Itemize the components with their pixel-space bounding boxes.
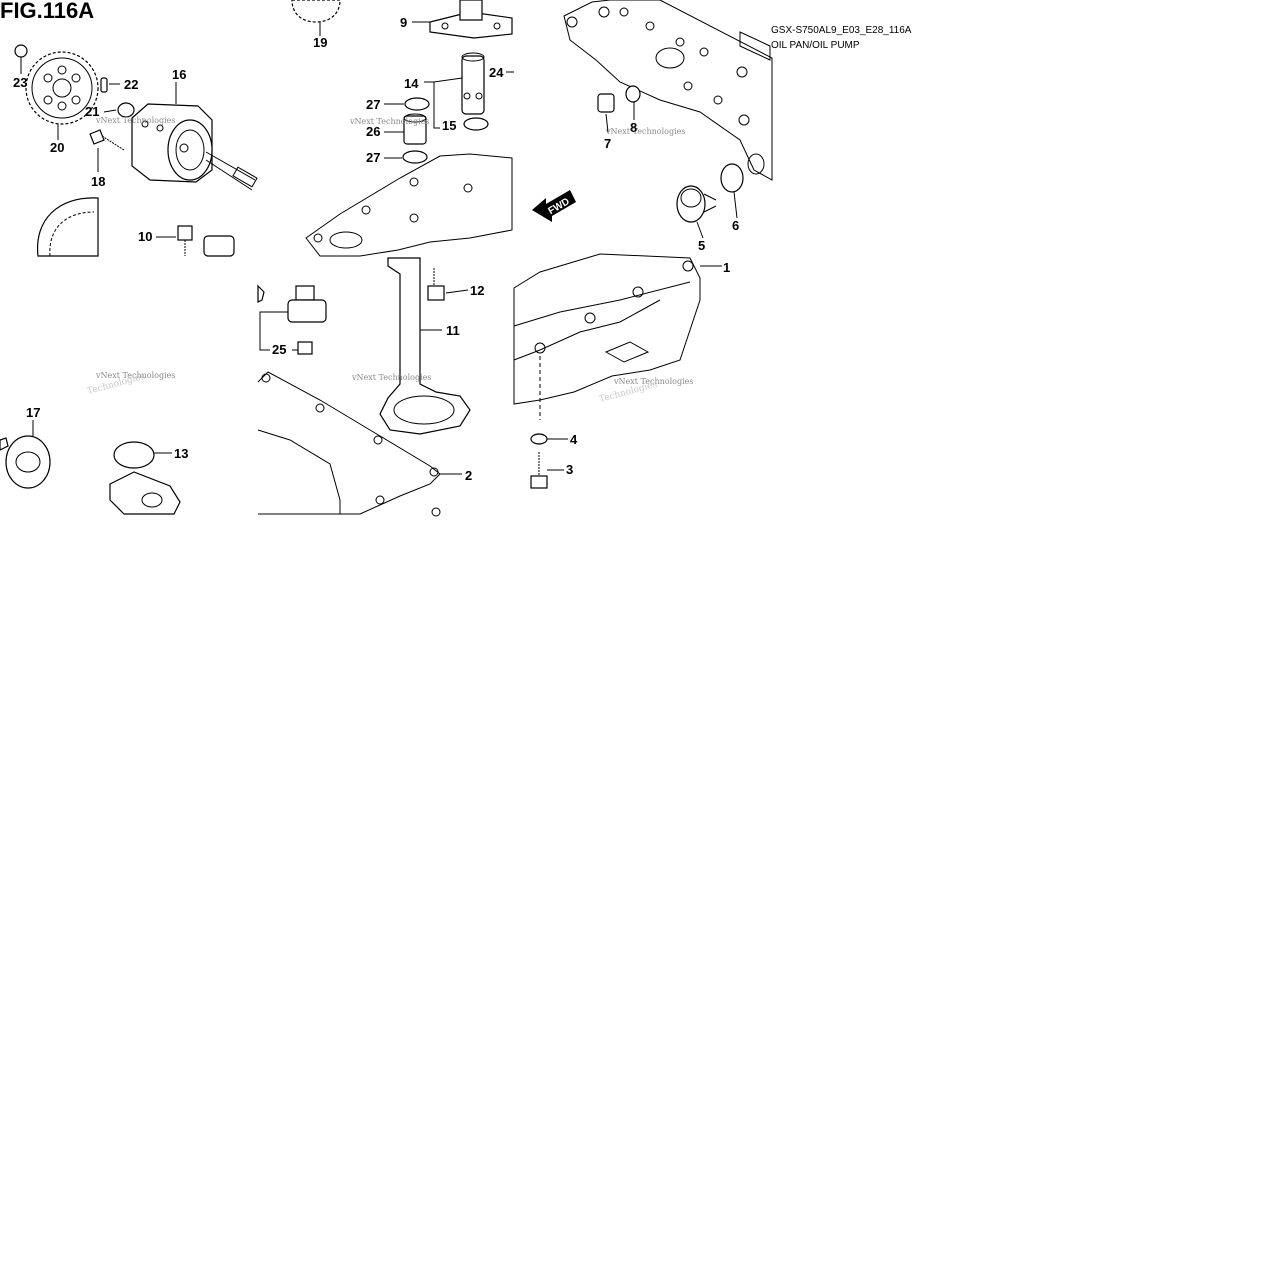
callout-20: 20 xyxy=(50,140,64,155)
figure-name: OIL PAN/OIL PUMP xyxy=(771,40,860,51)
callout-24: 24 xyxy=(489,65,504,80)
oil-pan xyxy=(513,253,701,420)
fwd-label: FWD xyxy=(546,196,571,217)
callout-27-lower: 27 xyxy=(366,150,380,165)
fwd-arrow-icon: FWD xyxy=(532,190,576,222)
callout-13: 13 xyxy=(174,446,188,461)
plug xyxy=(597,93,615,113)
oil-relief-valve xyxy=(461,52,485,115)
callout-11: 11 xyxy=(446,323,460,338)
oil-strainer xyxy=(379,257,471,435)
drive-gear xyxy=(36,197,99,257)
o-ring xyxy=(113,441,155,469)
drain-plug xyxy=(676,185,717,223)
callout-19: 19 xyxy=(313,35,327,50)
callout-10: 10 xyxy=(138,229,152,244)
oil-jet xyxy=(403,113,427,145)
oil-pump xyxy=(131,103,258,191)
callout-22: 22 xyxy=(124,77,138,92)
callout-1: 1 xyxy=(723,260,730,275)
watermark: vNext Technologies xyxy=(95,116,175,125)
o-ring xyxy=(463,117,489,131)
washer xyxy=(117,102,135,118)
bracket xyxy=(257,284,265,303)
callout-21: 21 xyxy=(85,104,99,119)
callout-6: 6 xyxy=(732,218,739,233)
washer xyxy=(530,433,548,445)
oil-pan-gasket xyxy=(257,371,441,517)
callout-3: 3 xyxy=(566,462,573,477)
callout-18: 18 xyxy=(91,174,105,189)
callout-9: 9 xyxy=(400,15,407,30)
oil-cooler-gasket xyxy=(5,435,51,489)
callout-7: 7 xyxy=(604,136,611,151)
watermark: vNext Technologies xyxy=(605,127,685,136)
callout-16: 16 xyxy=(172,67,186,82)
figure-title: FIG.116A xyxy=(0,0,94,23)
clip xyxy=(0,437,9,451)
callout-23: 23 xyxy=(13,75,27,90)
watermark: vNext Technologies xyxy=(613,377,693,386)
callout-27: 27 xyxy=(366,97,380,112)
callout-8: 8 xyxy=(630,120,637,135)
crankcase-lower-outline xyxy=(305,153,513,257)
watermark: vNext Technologies xyxy=(95,371,175,380)
oil-pump-sprocket xyxy=(25,51,99,125)
watermark: vNext Technologies xyxy=(351,373,431,382)
o-ring xyxy=(404,97,430,111)
callout-26: 26 xyxy=(366,124,380,139)
callout-25: 25 xyxy=(272,342,286,357)
oil-pressure-switch xyxy=(287,285,327,355)
oil-pipe xyxy=(429,0,513,39)
o-ring xyxy=(402,150,428,164)
callout-5: 5 xyxy=(698,238,705,253)
oil-pressure-cap xyxy=(203,235,235,257)
callout-17: 17 xyxy=(26,405,40,420)
gasket-washer xyxy=(625,85,641,103)
crankcase-upper xyxy=(563,0,773,181)
cover-plate xyxy=(109,471,181,515)
leader-lines xyxy=(20,21,738,475)
callout-2: 2 xyxy=(465,468,472,483)
callout-15: 15 xyxy=(442,118,456,133)
bolt xyxy=(530,452,548,489)
callout-14: 14 xyxy=(404,76,419,91)
figure-code: GSX-S750AL9_E03_E28_116A xyxy=(771,25,912,36)
gasket-washer xyxy=(720,163,744,193)
callout-4: 4 xyxy=(570,432,578,447)
bolt xyxy=(427,268,445,301)
oil-pump-drive-gear xyxy=(291,0,341,23)
callout-12: 12 xyxy=(470,283,484,298)
circlip-ring xyxy=(14,44,28,58)
dowel-pin xyxy=(100,77,108,93)
bolt xyxy=(177,225,193,256)
bolt xyxy=(89,129,125,151)
watermark: vNext Technologies xyxy=(349,117,429,126)
